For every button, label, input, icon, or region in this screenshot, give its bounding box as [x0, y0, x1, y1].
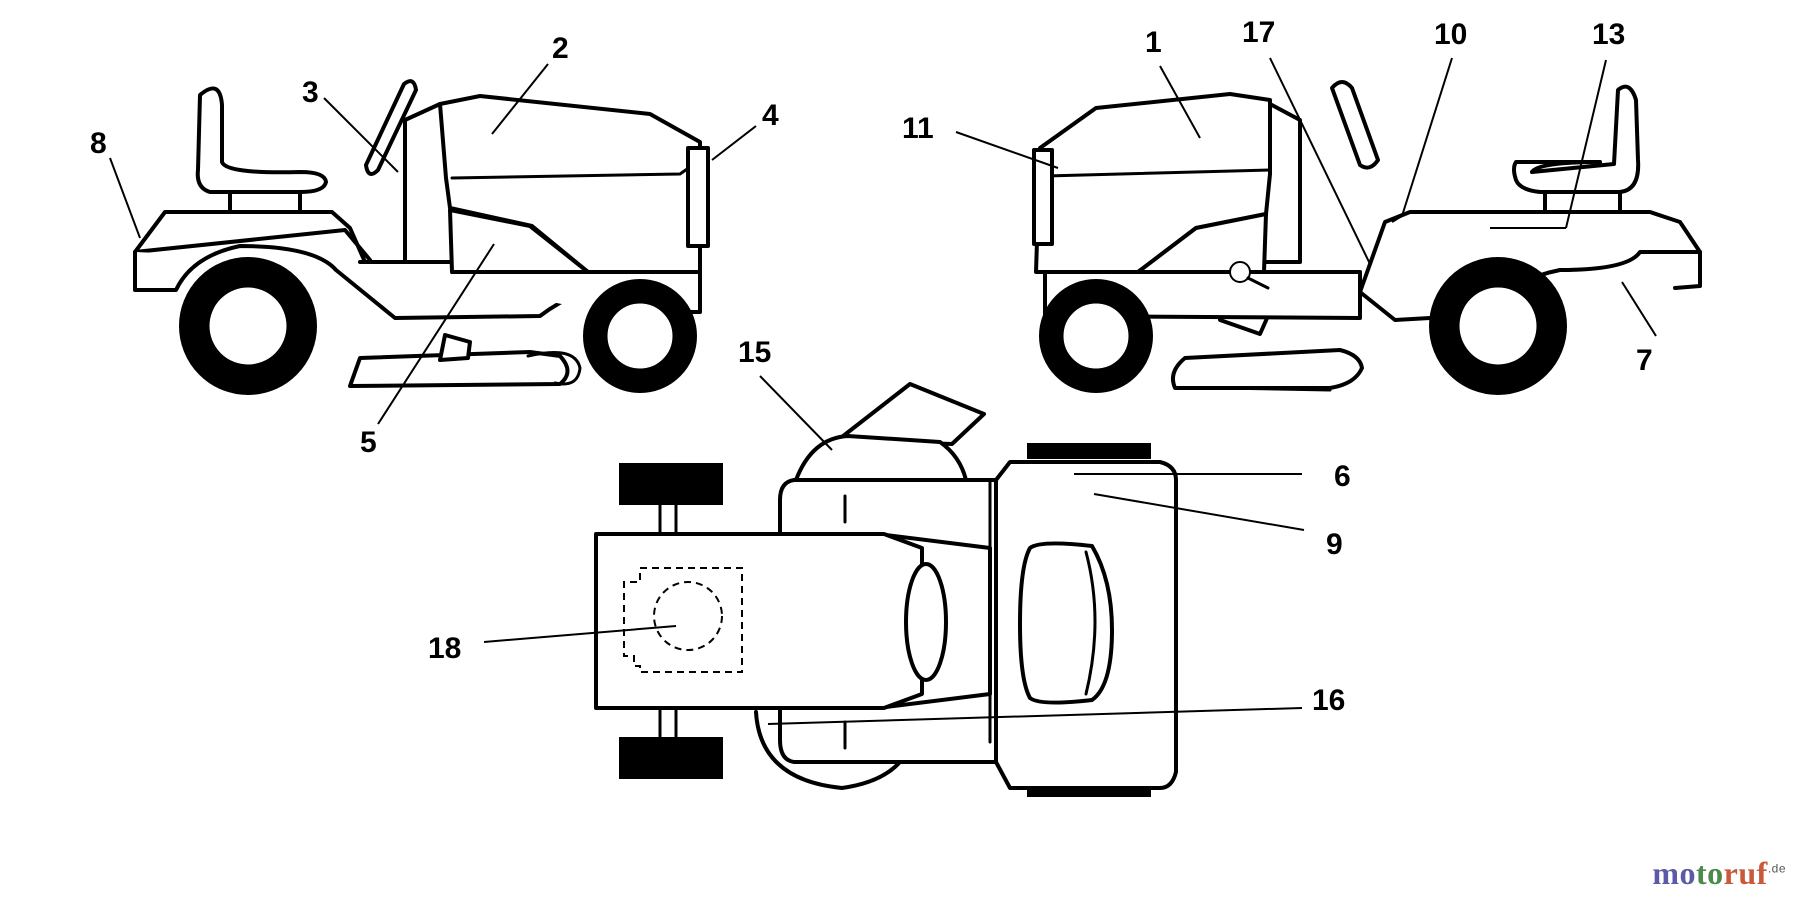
motoruf-watermark: motoruf.de [1652, 855, 1786, 891]
callout-16: 16 [1312, 684, 1345, 717]
tractor-left-side-view: 8 3 2 4 5 [90, 32, 779, 459]
callout-3: 3 [302, 76, 319, 109]
callout-1: 1 [1145, 26, 1162, 59]
callout-18: 18 [428, 632, 461, 665]
tractor-top-view: 15 6 9 18 16 [428, 336, 1351, 797]
callout-8: 8 [90, 127, 107, 160]
callout-6: 6 [1334, 460, 1351, 493]
callout-7: 7 [1636, 344, 1653, 377]
callout-15: 15 [738, 336, 771, 369]
tractor-right-side-view: 1 17 10 13 11 7 [902, 16, 1702, 395]
callout-13: 13 [1592, 18, 1625, 51]
callout-5: 5 [360, 426, 377, 459]
callout-11: 11 [902, 112, 934, 145]
callout-9: 9 [1326, 528, 1343, 561]
callout-2: 2 [552, 32, 569, 65]
callout-10: 10 [1434, 18, 1467, 51]
callout-4: 4 [762, 99, 779, 132]
callout-17: 17 [1242, 16, 1275, 49]
